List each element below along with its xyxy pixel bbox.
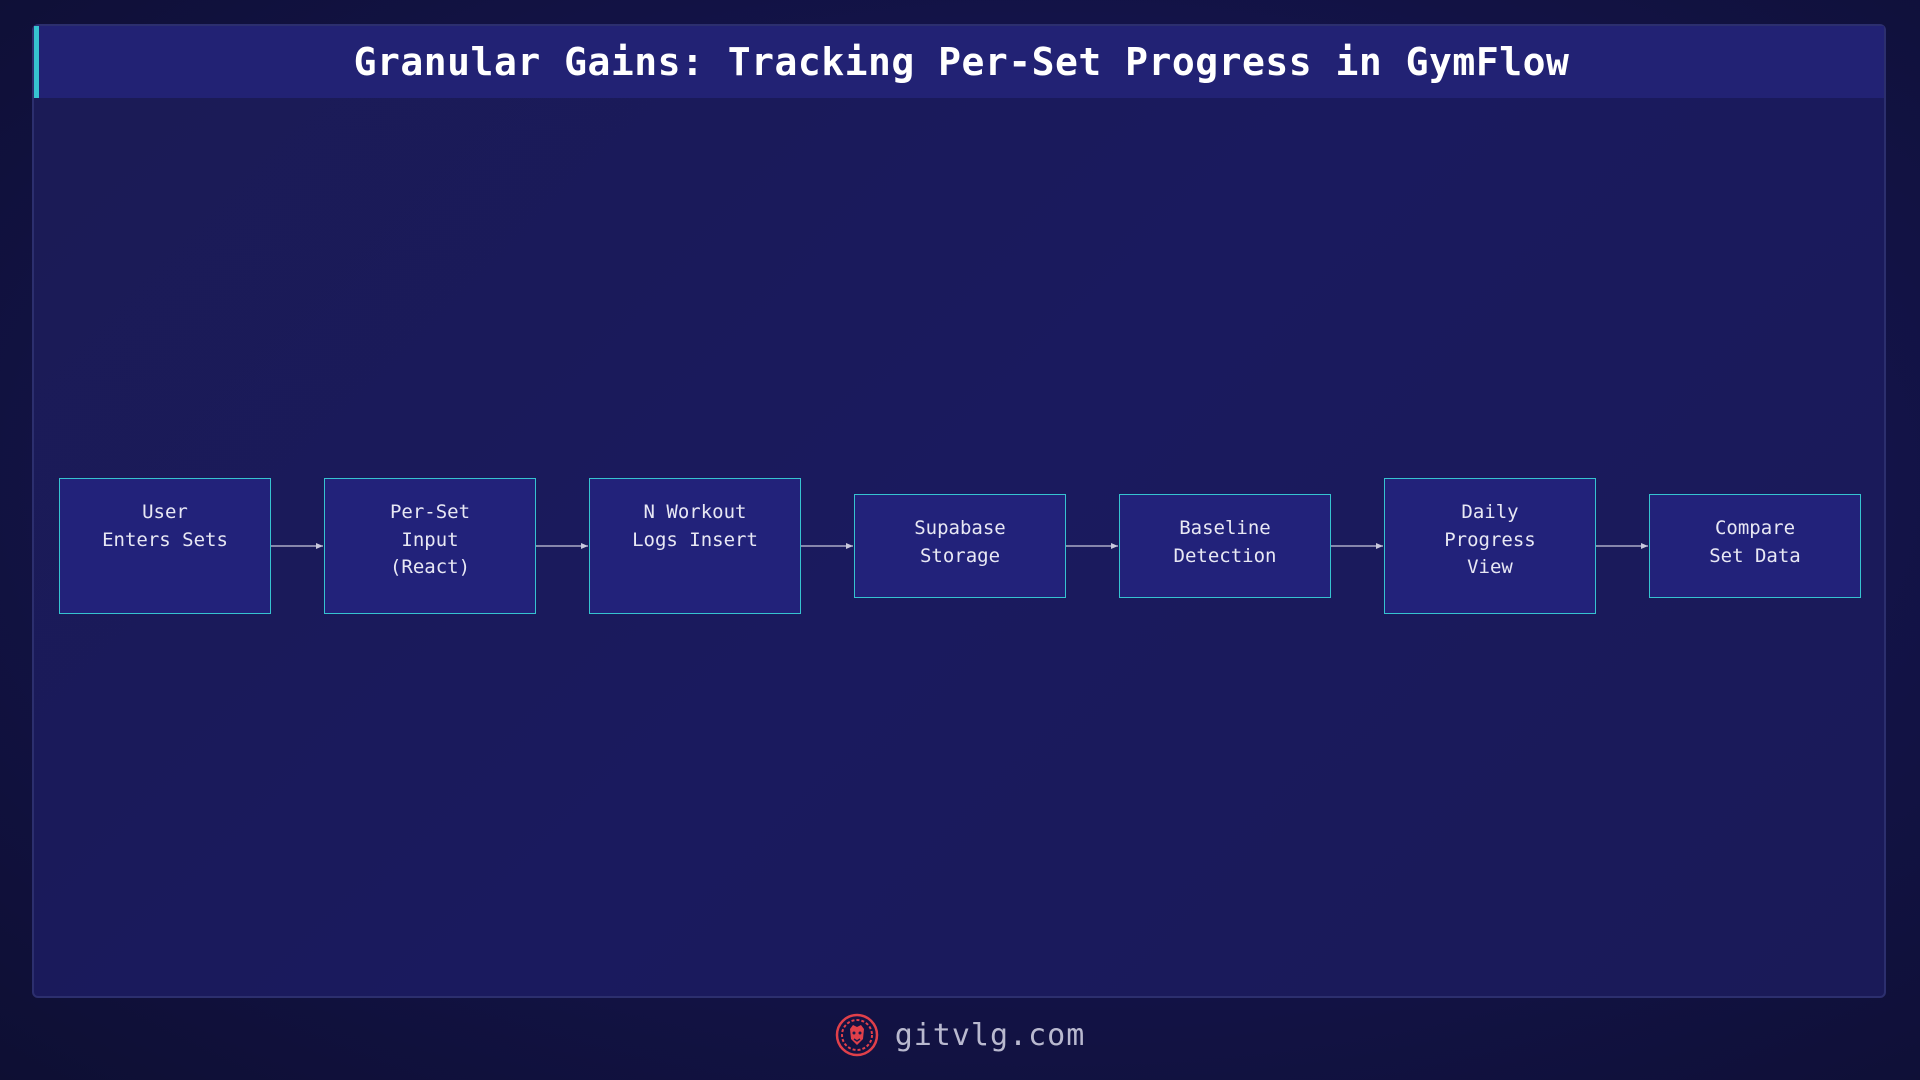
node-supabase-storage: Supabase Storage <box>854 494 1066 598</box>
node-label: Daily Progress View <box>1444 501 1536 578</box>
node-user-enters-sets: User Enters Sets <box>59 478 271 614</box>
node-daily-progress-view: Daily Progress View <box>1384 478 1596 614</box>
node-n-workout-logs-insert: N Workout Logs Insert <box>589 478 801 614</box>
node-label: User Enters Sets <box>102 501 228 551</box>
node-per-set-input: Per-Set Input (React) <box>324 478 536 614</box>
node-label: Compare Set Data <box>1709 517 1801 567</box>
lion-head-icon <box>835 1013 878 1057</box>
node-baseline-detection: Baseline Detection <box>1119 494 1331 598</box>
node-label: Per-Set Input (React) <box>389 501 471 578</box>
footer-site-link[interactable]: gitvlg.com <box>894 1017 1086 1053</box>
title-bar: Granular Gains: Tracking Per-Set Progres… <box>34 26 1884 98</box>
node-label: Baseline Detection <box>1173 517 1277 567</box>
page-title: Granular Gains: Tracking Per-Set Progres… <box>353 40 1570 84</box>
node-compare-set-data: Compare Set Data <box>1649 494 1861 598</box>
node-label: Supabase Storage <box>914 517 1006 567</box>
footer: gitvlg.com <box>0 1010 1920 1060</box>
node-label: N Workout Logs Insert <box>632 501 758 551</box>
